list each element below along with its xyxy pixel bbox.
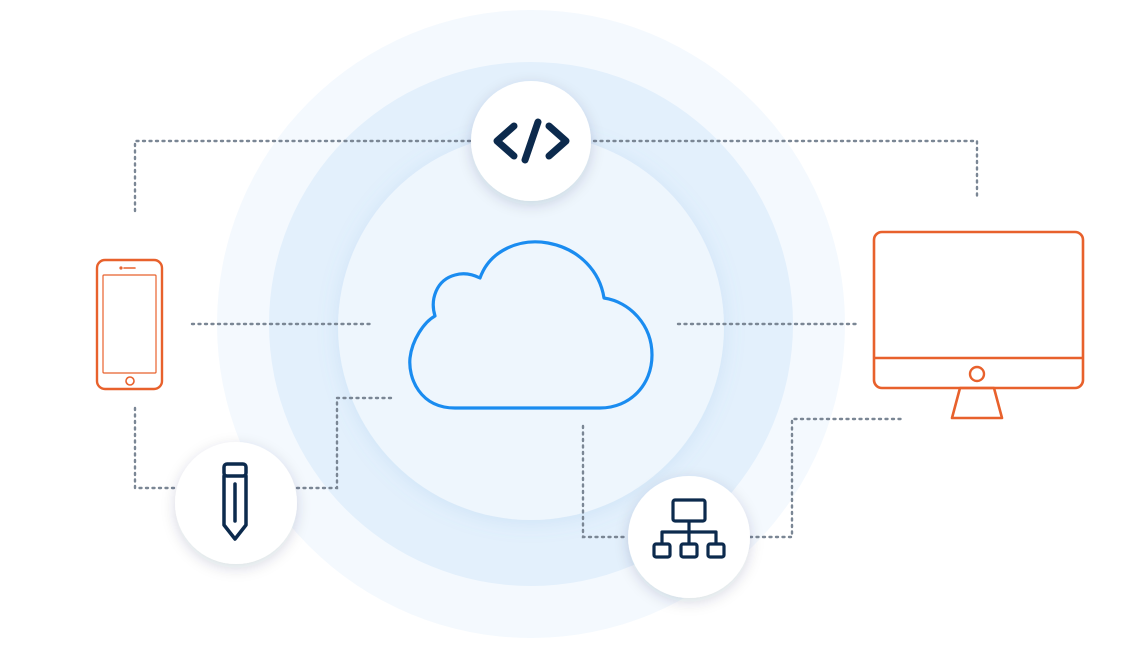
node-design <box>175 442 297 564</box>
connector-phone-to-pencil <box>133 406 177 490</box>
background-rings <box>217 10 845 638</box>
connector-lines <box>133 139 979 539</box>
hierarchy-network-icon <box>652 498 726 559</box>
connector-cloud-to-network <box>581 424 630 539</box>
connector-code-to-monitor <box>592 139 979 202</box>
node-network <box>628 476 750 598</box>
pencil-icon <box>222 462 248 541</box>
node-code <box>471 81 591 201</box>
cloud-icon <box>408 240 654 410</box>
connector-network-to-monitor <box>748 417 903 539</box>
code-brackets-icon <box>493 118 570 164</box>
desktop-monitor-icon <box>872 230 1085 420</box>
connector-pencil-to-cloud <box>295 396 394 490</box>
ring-inner <box>338 134 724 520</box>
smartphone-icon <box>95 258 164 391</box>
connector-code-to-phone <box>133 139 472 217</box>
